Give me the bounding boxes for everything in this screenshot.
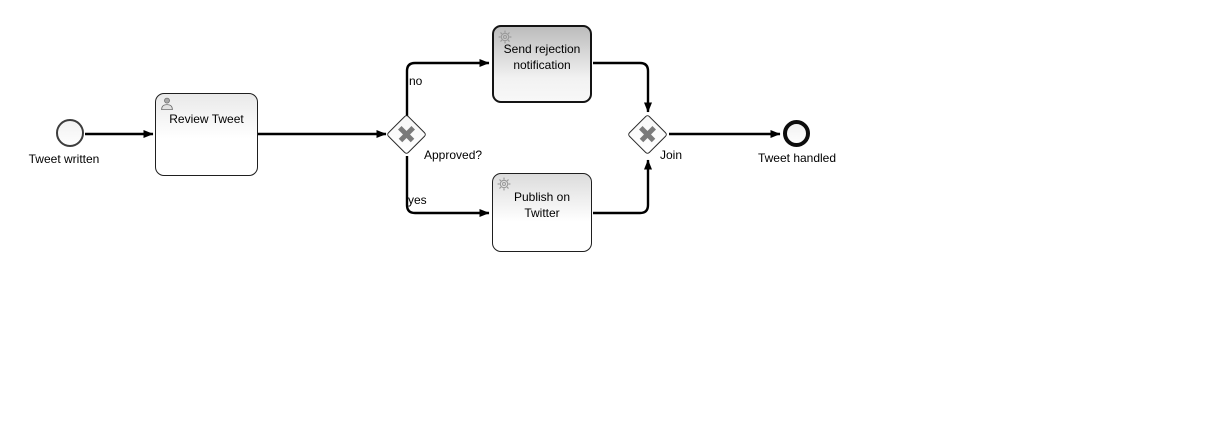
flow-reject-to-join[interactable] [593, 61, 652, 113]
flow-yes-to-publish[interactable] [405, 156, 490, 217]
start-event[interactable] [56, 119, 84, 147]
gear-icon [498, 30, 512, 44]
task-label: Publish on Twitter [513, 190, 571, 220]
task-review-tweet[interactable]: Review Tweet [155, 93, 258, 176]
gateway-approved-label: Approved? [424, 148, 483, 162]
user-icon [161, 97, 173, 110]
task-send-rejection-notification[interactable]: Send rejection notification [492, 25, 592, 103]
end-event-label: Tweet handled [757, 151, 837, 165]
flow-yes-label: yes [408, 193, 427, 207]
flow-no-label: no [409, 74, 423, 88]
gateway-join-label: Join [660, 148, 683, 162]
flow-no-to-reject[interactable] [405, 59, 490, 116]
task-label: Review Tweet [169, 112, 244, 126]
end-event[interactable] [783, 120, 810, 147]
flow-publish-to-join[interactable] [593, 159, 652, 215]
start-event-label: Tweet written [28, 152, 100, 166]
task-publish-on-twitter[interactable]: Publish on Twitter [492, 173, 592, 252]
gear-icon [497, 177, 511, 191]
task-label: Send rejection notification [503, 42, 581, 72]
